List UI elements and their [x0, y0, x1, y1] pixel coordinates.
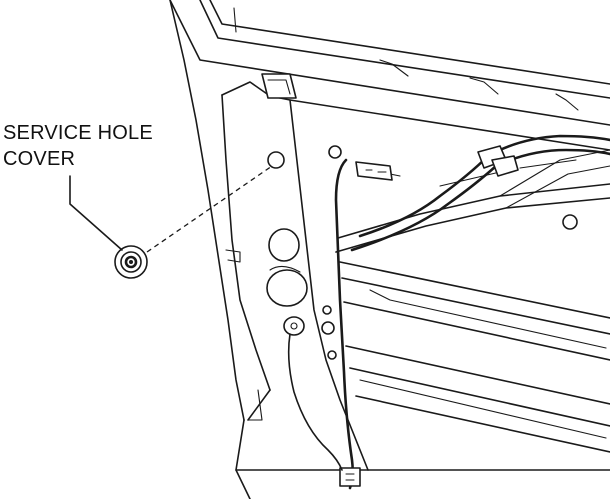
reinforcement-bars: [339, 261, 610, 453]
connectors: [339, 145, 519, 487]
callout-line-1: SERVICE HOLE: [3, 122, 153, 144]
upper-bracket: [261, 73, 297, 99]
panel-holes: [225, 145, 578, 360]
door-outer-edge: [169, 0, 610, 499]
window-frame: [169, 0, 610, 126]
grommet-with-wire: [283, 316, 343, 471]
service-hole-cover: [114, 245, 148, 279]
installation-path-line: [146, 165, 273, 253]
callout-leader-line: [69, 175, 123, 251]
callout-line-2: COVER: [3, 148, 76, 170]
service-hole-cover-label: SERVICE HOLE COVER: [3, 120, 153, 172]
inner-panel: [221, 81, 610, 471]
